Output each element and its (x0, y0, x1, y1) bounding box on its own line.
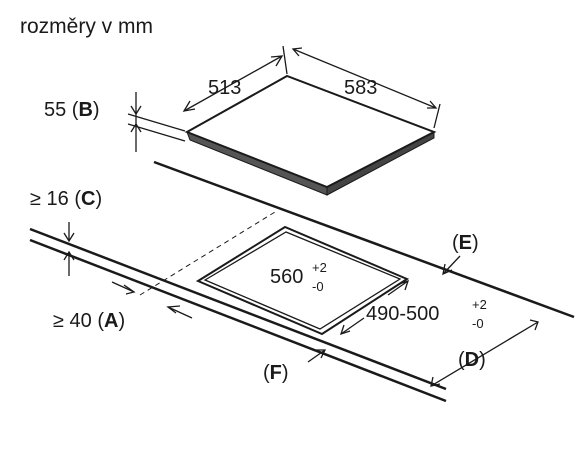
hob-width-label: 583 (344, 77, 377, 99)
pointer-e (442, 255, 461, 276)
cutout-width-tol-plus: +2 (312, 260, 327, 275)
cutout-depth-tol-minus: -0 (472, 316, 484, 331)
cutout-depth-label: 490-500 (366, 303, 439, 325)
units-caption: rozměry v mm (20, 15, 153, 38)
pointer-f (307, 349, 327, 363)
worktop-drawing (29, 160, 575, 403)
dim-d (430, 319, 539, 387)
front-gap-label: ≥ 40 (A) (53, 310, 125, 332)
dim-16 (63, 222, 75, 276)
hob-depth-label: 513 (208, 77, 241, 99)
dim-583 (291, 47, 441, 129)
hob-top-surface (184, 74, 437, 189)
hob-height-label: 55 (B) (44, 99, 100, 121)
label-d: (D) (458, 349, 486, 371)
label-f: (F) (263, 362, 289, 384)
cutout-depth-tol-plus: +2 (472, 297, 487, 312)
worktop-thickness-label: ≥ 16 (C) (30, 188, 102, 210)
dim-40 (111, 281, 193, 319)
dim-513 (182, 45, 288, 112)
cutout-width-label: 560 (270, 266, 303, 288)
label-e: (E) (452, 232, 479, 254)
dim-55 (127, 92, 186, 152)
cutout-width-tol-minus: -0 (312, 279, 324, 294)
dim-a-reference (139, 211, 276, 296)
hob-drawing (184, 74, 437, 196)
dim-490-500 (339, 279, 410, 336)
cutout-drawing (195, 225, 410, 336)
